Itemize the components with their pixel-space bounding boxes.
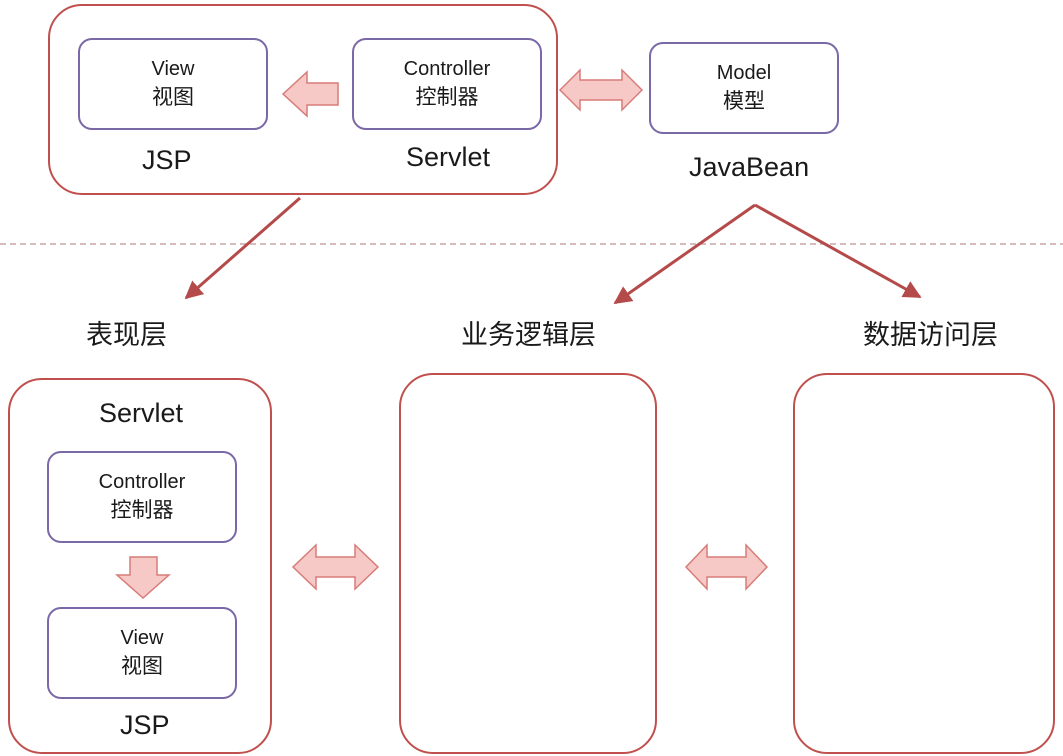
data-access-connector-arrow <box>754 203 922 299</box>
view-box-bottom: View 视图 <box>47 607 237 699</box>
servlet-label-bottom: Servlet <box>99 398 184 428</box>
double-block-arrow-left <box>291 543 380 591</box>
view-label-bottom: View <box>120 627 164 650</box>
view-box-top: View 视图 <box>78 38 268 130</box>
controller-label-bottom: Controller <box>98 471 186 494</box>
controller-label: Controller <box>403 58 491 81</box>
presentation-connector-arrow <box>184 196 301 300</box>
data-access-layer-title: 数据访问层 <box>863 320 998 351</box>
model-label-zh: 模型 <box>723 89 765 114</box>
business-layer-box <box>399 373 657 754</box>
view-label: View <box>151 58 195 81</box>
javabean-label: JavaBean <box>689 152 810 182</box>
presentation-layer-title: 表现层 <box>86 320 167 351</box>
model-label: Model <box>716 62 772 85</box>
left-block-arrow <box>281 70 339 118</box>
view-label-bottom-zh: 视图 <box>121 654 163 679</box>
business-layer-title: 业务逻辑层 <box>461 320 596 351</box>
double-block-arrow-top <box>558 68 644 112</box>
servlet-label-top: Servlet <box>406 142 491 172</box>
data-access-layer-box <box>793 373 1055 754</box>
view-label-zh: 视图 <box>152 85 194 110</box>
jsp-label-top: JSP <box>142 145 192 175</box>
down-block-arrow <box>115 556 171 600</box>
controller-box-top: Controller 控制器 <box>352 38 542 130</box>
controller-label-zh: 控制器 <box>415 85 479 110</box>
controller-box-bottom: Controller 控制器 <box>47 451 237 543</box>
jsp-label-bottom: JSP <box>120 710 170 740</box>
controller-label-bottom-zh: 控制器 <box>110 498 174 523</box>
double-block-arrow-right <box>684 543 769 591</box>
business-connector-arrow <box>613 203 756 305</box>
model-box: Model 模型 <box>649 42 839 134</box>
